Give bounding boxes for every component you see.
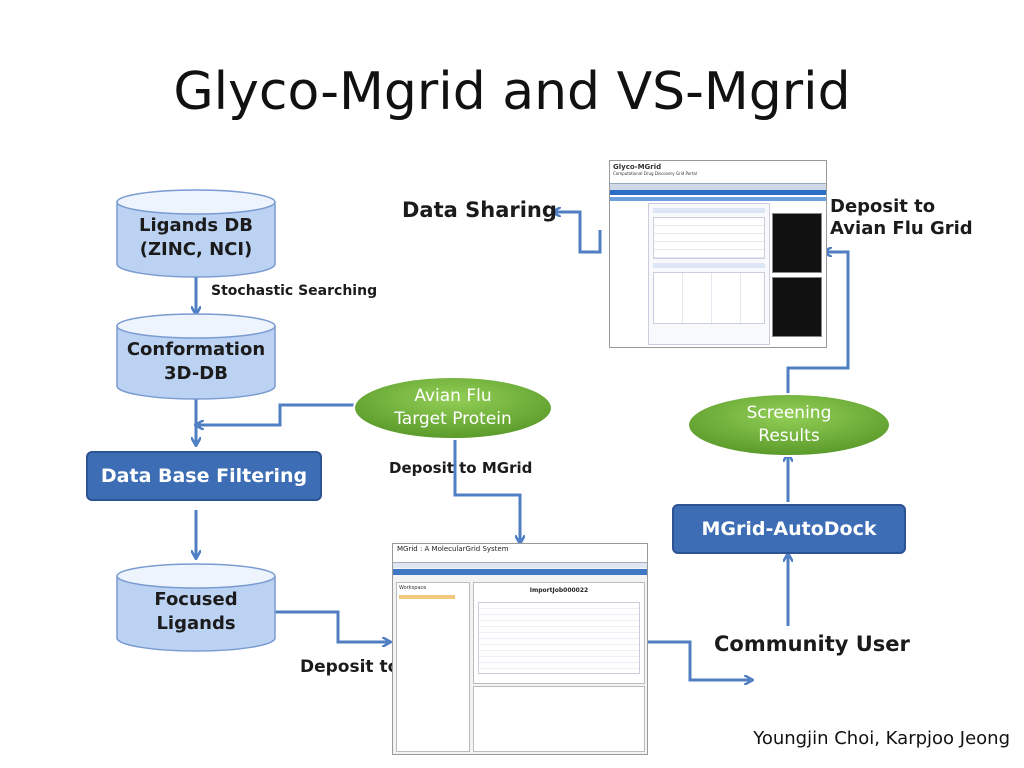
conformation-db-cylinder: Conformation 3D-DB [115,312,277,402]
top-shot-bar2 [610,197,826,201]
bottom-shot-job-panel: ImportJob000022 [473,582,645,684]
deposit-avian-line2: Avian Flu Grid [830,218,973,239]
bottom-shot-workspace: Workspace [399,585,427,591]
top-shot-molecule-2 [772,277,822,337]
slide-title: Glyco-Mgrid and VS-Mgrid [173,62,851,122]
ligands-db-line2: (ZINC, NCI) [139,239,253,260]
focused-line2: Ligands [156,613,236,634]
ellipse-shape [687,393,891,457]
top-shot-tabs [610,183,826,190]
top-shot-molecule-1 [772,213,822,273]
target-line1: Avian Flu [414,386,492,406]
bottom-shot-job-title: ImportJob000022 [529,587,589,594]
top-portal-screenshot: Glyco-MGrid Computational Drug Discovery… [609,160,827,348]
screening-line1: Screening [746,403,832,423]
conformation-line1: Conformation [126,339,266,360]
bottom-shot-bar [393,569,647,575]
cylinder-shape [116,563,276,652]
db-filtering-box: Data Base Filtering [86,451,322,501]
ellipse-shape [353,376,553,440]
top-shot-bar [610,190,826,195]
ligands-db-line1: Ligands DB [138,215,253,236]
top-shot-title: Glyco-MGrid [613,163,662,171]
arrow-top-shot-to-datasharing [555,212,602,254]
target-line2: Target Protein [394,409,512,429]
conformation-line2: 3D-DB [164,363,228,384]
top-shot-header: Glyco-MGrid Computational Drug Discovery… [610,161,826,183]
arrow-focused-to-bottom-shot [275,610,388,642]
mgrid-autodock-box: MGrid-AutoDock [672,504,906,554]
bottom-shot-header: MGrid : A MolecularGrid System [393,544,647,562]
top-shot-form [648,203,770,345]
deposit-mgrid-top-label: Deposit to MGrid [389,459,533,477]
stochastic-searching-label: Stochastic Searching [211,283,378,299]
cylinder-shape [116,313,276,400]
bottom-shot-log [473,686,645,752]
deposit-avian-line1: Deposit to [830,196,936,217]
focused-line1: Focused [154,589,238,610]
community-user-label: Community User [714,632,910,656]
arrow-target-to-conformation-line [198,403,355,425]
screening-line2: Results [758,426,820,446]
authors-text: Youngjin Choi, Karpjoo Jeong [753,728,1010,749]
data-sharing-label: Data Sharing [402,198,557,222]
avian-flu-target-ellipse: Avian Flu Target Protein [352,375,554,441]
bottom-shot-tree: Workspace [396,582,470,752]
top-shot-subtitle: Computational Drug Discovery Grid Portal [613,171,697,176]
focused-ligands-cylinder: Focused Ligands [115,562,277,654]
arrow-target-to-bottom-shot [453,438,520,541]
bottom-shot-tabs [393,562,647,568]
deposit-avian-label: Deposit to Avian Flu Grid [830,196,973,240]
bottom-mgrid-screenshot: MGrid : A MolecularGrid System Workspace… [392,543,648,755]
ligands-db-cylinder: Ligands DB (ZINC, NCI) [115,188,277,280]
arrow-results-to-top-shot [786,252,850,396]
cylinder-shape [116,189,276,278]
screening-results-ellipse: Screening Results [686,392,892,458]
arrow-bottom-shot-to-user [645,640,750,680]
